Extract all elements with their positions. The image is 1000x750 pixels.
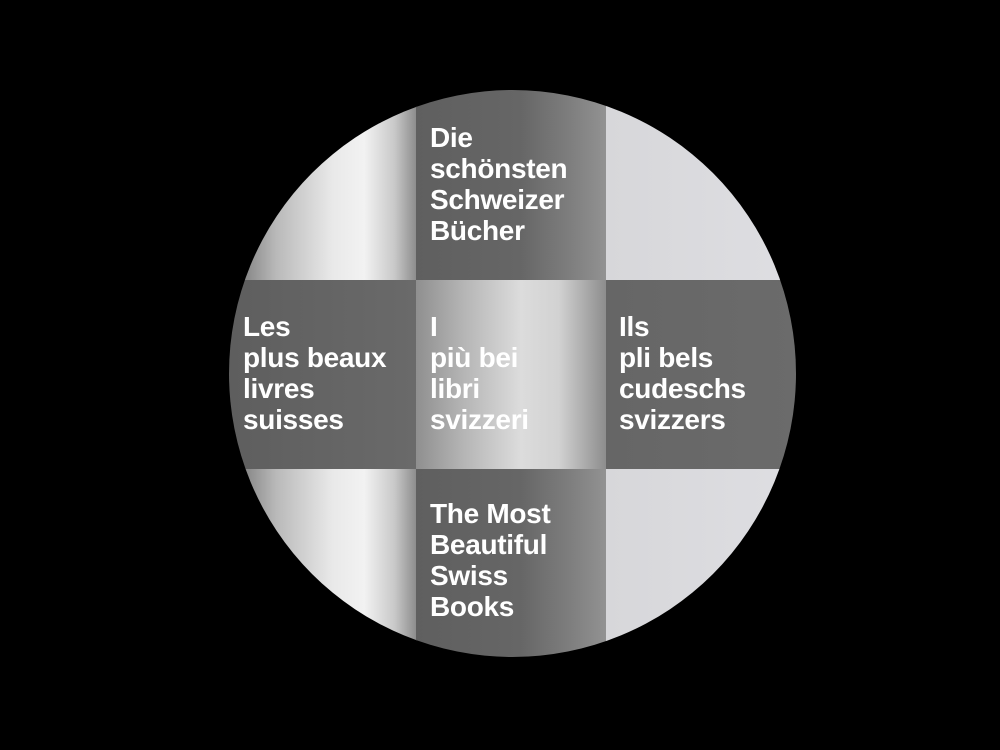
romansh-title-line: Ils	[619, 311, 650, 342]
romansh-title-line: pli bels	[619, 342, 714, 373]
english-title-line: Swiss	[430, 560, 508, 591]
romansh-title: Ils pli bels cudeschs svizzers	[619, 311, 746, 435]
italian-title-line: più bei	[430, 342, 519, 373]
grid-cell-top-left	[229, 90, 417, 280]
italian-title-line: svizzeri	[430, 404, 529, 435]
logo-disc	[229, 90, 796, 657]
english-title-line: Books	[430, 591, 515, 622]
german-title: Die schönsten Schweizer Bücher	[430, 122, 568, 246]
grid-cell-top-right	[606, 90, 796, 280]
italian-title: I più bei libri svizzeri	[430, 311, 529, 435]
french-title-line: livres	[243, 373, 315, 404]
italian-title-line: libri	[430, 373, 480, 404]
grid-cell-bottom-center	[416, 469, 606, 657]
grid-cell-middle-left	[229, 280, 417, 469]
grid-cell-bottom-right	[606, 469, 796, 657]
french-title: Les plus beaux livres suisses	[243, 311, 387, 435]
english-title: The Most Beautiful Swiss Books	[430, 498, 551, 622]
german-title-line: Bücher	[430, 215, 525, 246]
german-title-line: Die	[430, 122, 473, 153]
grid-cell-center	[416, 280, 606, 469]
romansh-title-line: svizzers	[619, 404, 726, 435]
italian-title-line: I	[430, 311, 438, 342]
grid-cell-top-center	[416, 90, 606, 280]
english-title-line: The Most	[430, 498, 551, 529]
french-title-line: Les	[243, 311, 291, 342]
romansh-title-line: cudeschs	[619, 373, 746, 404]
grid-cell-middle-right	[606, 280, 796, 469]
french-title-line: plus beaux	[243, 342, 387, 373]
german-title-line: schönsten	[430, 153, 568, 184]
english-title-line: Beautiful	[430, 529, 548, 560]
german-title-line: Schweizer	[430, 184, 565, 215]
grid-cell-bottom-left	[229, 469, 417, 657]
french-title-line: suisses	[243, 404, 344, 435]
